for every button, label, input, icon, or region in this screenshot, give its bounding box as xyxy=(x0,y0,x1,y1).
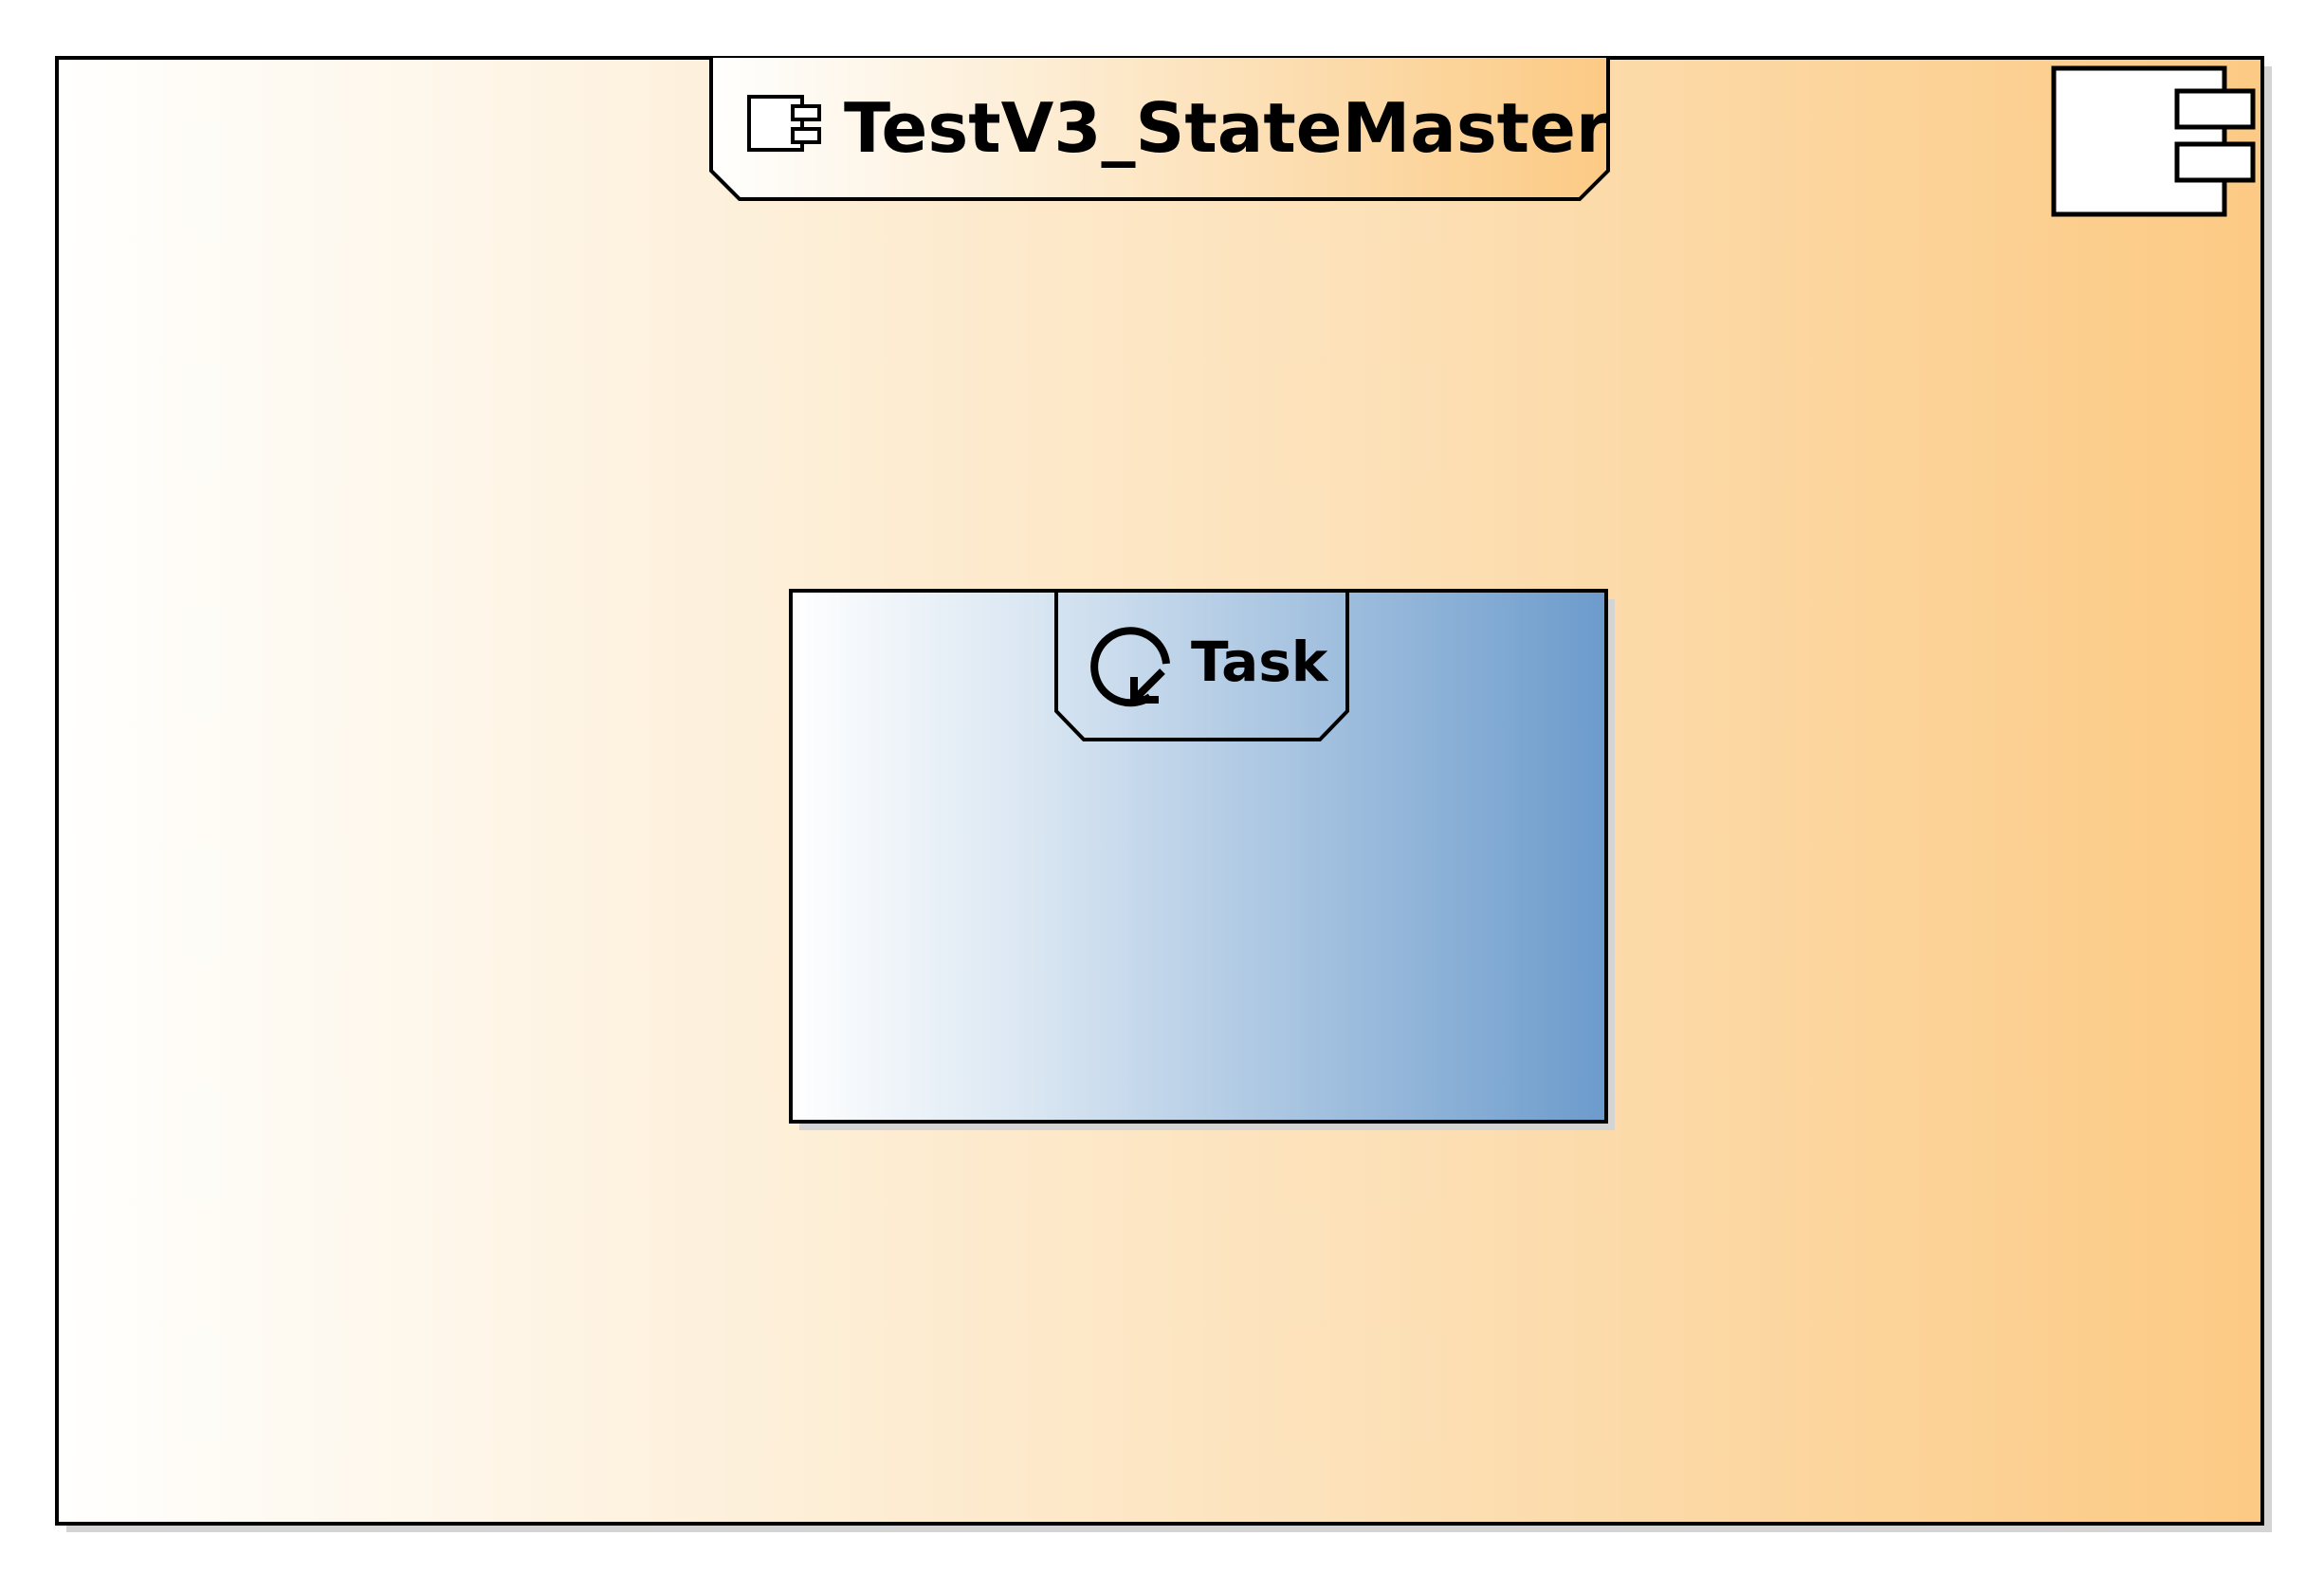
component-title: TestV3_StateMaster xyxy=(844,88,1610,168)
task-title: Task xyxy=(1191,630,1329,694)
task-box-body xyxy=(789,589,1608,1124)
task-title-tab-shape xyxy=(1054,591,1349,741)
component-title-tab-shape xyxy=(709,58,1610,201)
task-loop-icon xyxy=(1090,627,1170,707)
component-icon xyxy=(747,95,821,152)
task-title-tab[interactable]: Task xyxy=(1054,591,1349,741)
component-title-tab[interactable]: TestV3_StateMaster xyxy=(709,58,1610,201)
task-box[interactable]: Task xyxy=(789,589,1615,1130)
component-stereotype-icon xyxy=(2051,65,2256,217)
